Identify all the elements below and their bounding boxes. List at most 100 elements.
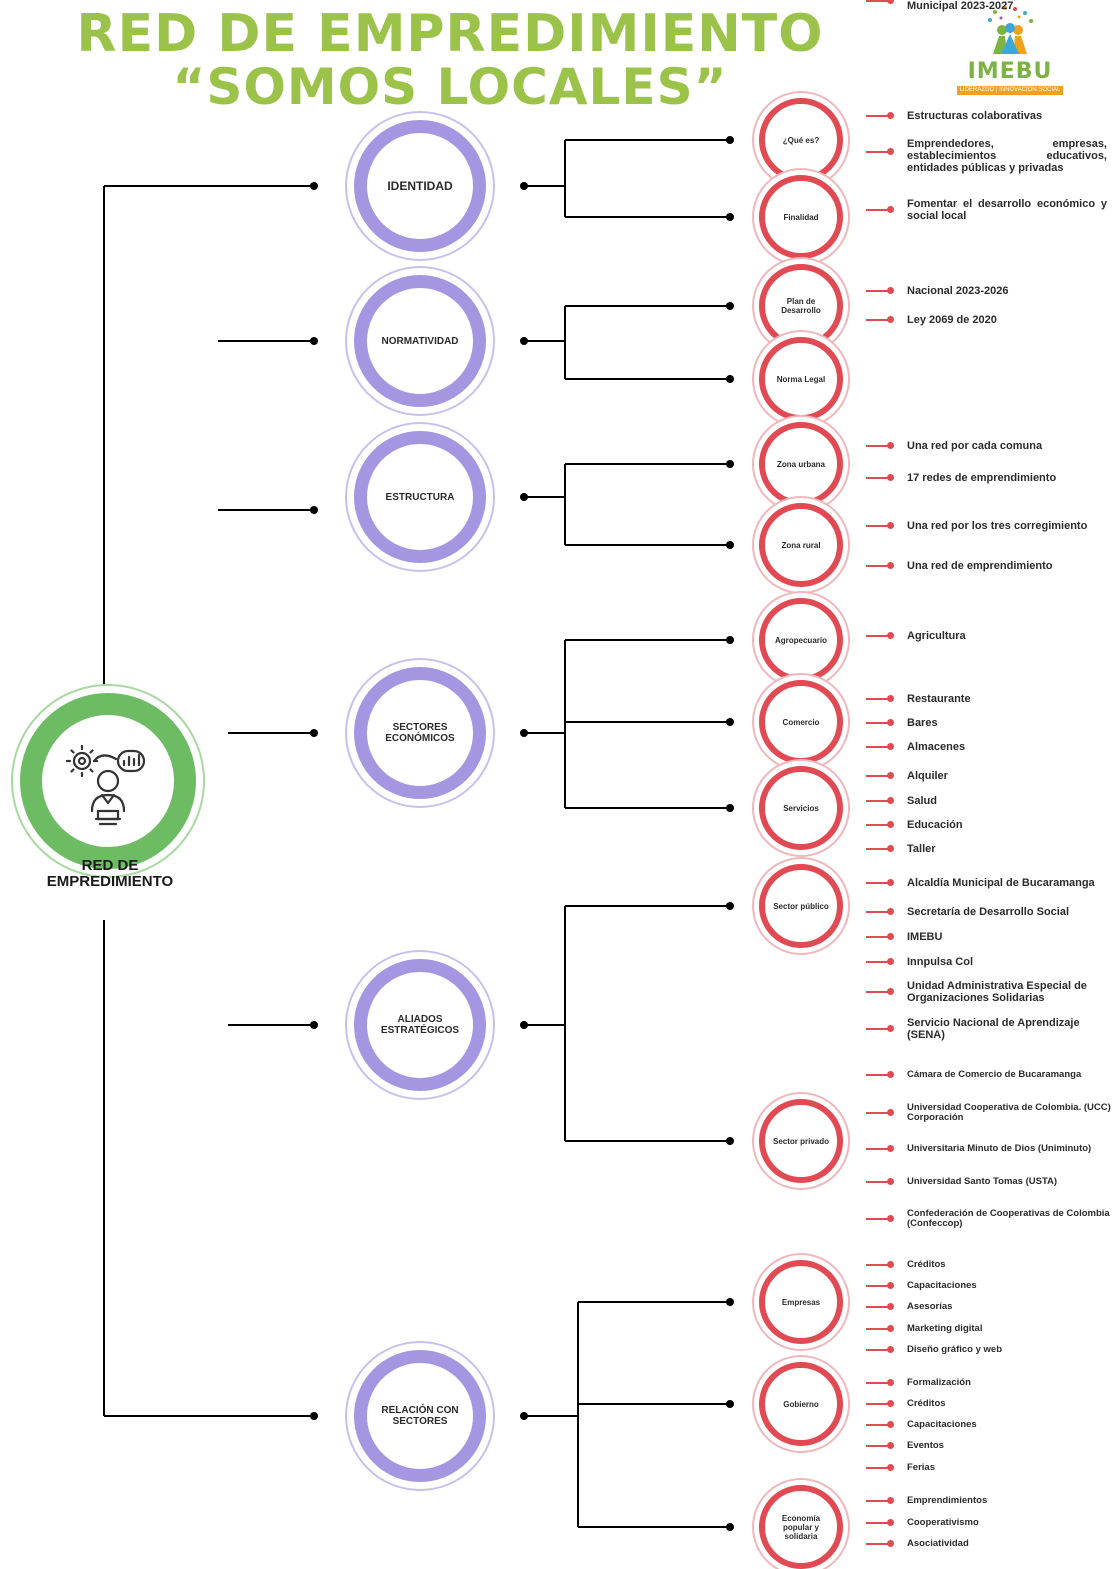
item-label: Taller (907, 843, 936, 855)
branch-dot (310, 182, 318, 190)
category-dot (520, 1412, 528, 1420)
item-bullet (866, 1400, 894, 1407)
sub-dot (726, 804, 734, 812)
category-node: NORMATIVIDAD (354, 275, 486, 407)
sub-dot (726, 136, 734, 144)
item-bullet (866, 743, 894, 750)
subcategory-label: Finalidad (783, 212, 819, 222)
imebu-figures-icon (988, 6, 1033, 54)
item-label: Emprendedores, empresas, establecimiento… (907, 138, 1107, 174)
item-label: Cooperativismo (907, 1516, 979, 1528)
item-label: Alcaldía Municipal de Bucaramanga (907, 877, 1095, 889)
subcategory-node: Servicios (759, 766, 843, 850)
sub-dot (726, 1523, 734, 1531)
category-dot (520, 337, 528, 345)
branch-dot (310, 506, 318, 514)
item-bullet (866, 1178, 894, 1185)
item-label: Formalización (907, 1376, 971, 1388)
sub-dot (726, 718, 734, 726)
branch-dot (310, 729, 318, 737)
sub-dot (726, 1298, 734, 1306)
category-label: RELACIÓN CON SECTORES (381, 1405, 459, 1427)
item-bullet (866, 316, 894, 323)
sub-dot (726, 375, 734, 383)
branch-dot (310, 1021, 318, 1029)
subcategory-node: Norma Legal (759, 337, 843, 421)
item-bullet (866, 879, 894, 886)
item-bullet (866, 1282, 894, 1289)
item-label: Servicio Nacional de Aprendizaje (SENA) (907, 1017, 1080, 1041)
item-label: Marketing digital (907, 1322, 983, 1334)
sub-dot (726, 302, 734, 310)
subcategory-label: Comercio (782, 717, 820, 727)
item-bullet (866, 1025, 894, 1032)
subcategory-label: Zona urbana (776, 459, 825, 469)
subcategory-node: Agropecuario (759, 598, 843, 682)
item-bullet (866, 287, 894, 294)
category-label: SECTORES ECONÓMICOS (385, 722, 455, 744)
item-label: Municipal 2023-2027 (907, 0, 1014, 12)
item-label: Una red por los tres corregimiento (907, 520, 1088, 532)
title-line-1: RED DE EMPREDIMIENTO (76, 4, 824, 64)
item-bullet (866, 1421, 894, 1428)
item-bullet (866, 148, 894, 155)
item-label: Una red de emprendimiento (907, 560, 1053, 572)
subcategory-node: Gobierno (759, 1362, 843, 1446)
item-label: Universidad Cooperativa de Colombia. (UC… (907, 1101, 1111, 1123)
root-label: RED DE EMPREDIMIENTO (10, 858, 210, 890)
item-bullet (866, 1325, 894, 1332)
item-bullet (866, 1346, 894, 1353)
sub-dot (726, 902, 734, 910)
item-label: Nacional 2023-2026 (907, 285, 1009, 297)
logo-tagline: LIDERAZGO | INNOVACIÓN SOCIAL (957, 86, 1063, 95)
category-node: SECTORES ECONÓMICOS (354, 667, 486, 799)
subcategory-node: Finalidad (759, 175, 843, 259)
branch-dot (310, 1412, 318, 1420)
item-bullet (866, 719, 894, 726)
subcategory-node: Economía popular y solidaria (759, 1485, 843, 1569)
category-node: RELACIÓN CON SECTORES (354, 1350, 486, 1482)
title-line-2: “SOMOS LOCALES” (172, 58, 728, 116)
item-label: Fomentar el desarrollo económico y socia… (907, 198, 1107, 222)
item-bullet (866, 522, 894, 529)
subcategory-label: ¿Qué es? (782, 135, 820, 145)
category-label: NORMATIVIDAD (381, 335, 459, 347)
item-label: 17 redes de emprendimiento (907, 472, 1057, 484)
item-label: Confederación de Cooperativas de Colombi… (907, 1207, 1110, 1229)
imebu-logo: IMEBU LIDERAZGO | INNOVACIÓN SOCIAL (955, 4, 1065, 95)
item-bullet (866, 1497, 894, 1504)
item-label: Una red por cada comuna (907, 440, 1043, 452)
item-bullet (866, 1519, 894, 1526)
item-label: Diseño gráfico y web (907, 1343, 1003, 1355)
item-label: Restaurante (907, 693, 971, 705)
category-dot (520, 493, 528, 501)
item-label: Asesorías (907, 1300, 953, 1312)
item-label: Secretaría de Desarrollo Social (907, 906, 1070, 918)
item-bullet (866, 1442, 894, 1449)
subcategory-node: ¿Qué es? (759, 98, 843, 182)
subcategory-label: Gobierno (783, 1399, 819, 1409)
item-label: Salud (907, 795, 937, 807)
subcategory-label: Economía popular y solidaria (781, 1513, 821, 1541)
item-label: Almacenes (907, 741, 966, 753)
category-label: ESTRUCTURA (385, 491, 455, 503)
subcategory-node: Zona urbana (759, 422, 843, 506)
item-label: Ley 2069 de 2020 (907, 314, 997, 326)
category-dot (520, 1021, 528, 1029)
sub-dot (726, 1400, 734, 1408)
item-bullet (866, 1215, 894, 1222)
subcategory-node: Comercio (759, 680, 843, 764)
item-label: Agricultura (907, 630, 966, 642)
category-node: ALIADOS ESTRATÉGICOS (354, 959, 486, 1091)
item-label: Universidad Santo Tomas (USTA) (907, 1175, 1058, 1187)
sub-dot (726, 460, 734, 468)
sub-dot (726, 541, 734, 549)
item-bullet (866, 1303, 894, 1310)
item-bullet (866, 562, 894, 569)
item-label: Eventos (907, 1439, 944, 1451)
item-label: IMEBU (907, 931, 943, 943)
item-label: Cámara de Comercio de Bucaramanga (907, 1068, 1082, 1080)
sub-dot (726, 636, 734, 644)
item-bullet (866, 1109, 894, 1116)
